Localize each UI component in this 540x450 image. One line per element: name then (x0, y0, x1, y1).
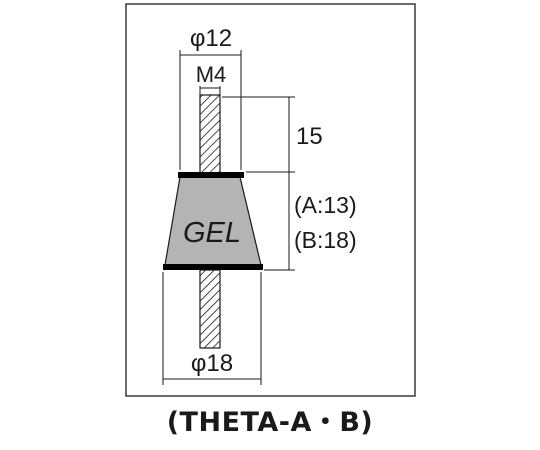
model-caption: (THETA-A・B) (166, 407, 374, 438)
drawing-frame (125, 3, 416, 397)
top-threaded-stud (199, 94, 221, 174)
bottom-plate (163, 264, 263, 270)
stud-length-label: 15 (296, 123, 323, 150)
bottom-threaded-stud (199, 269, 221, 349)
bottom-diameter-label: φ18 (191, 350, 233, 377)
gel-body-label: GEL (183, 217, 241, 249)
top-plate (178, 172, 244, 178)
height-a-label: (A:13) (294, 192, 357, 218)
top-diameter-label: φ12 (190, 25, 232, 52)
height-b-label: (B:18) (294, 227, 357, 253)
thread-size-label: M4 (196, 62, 227, 87)
